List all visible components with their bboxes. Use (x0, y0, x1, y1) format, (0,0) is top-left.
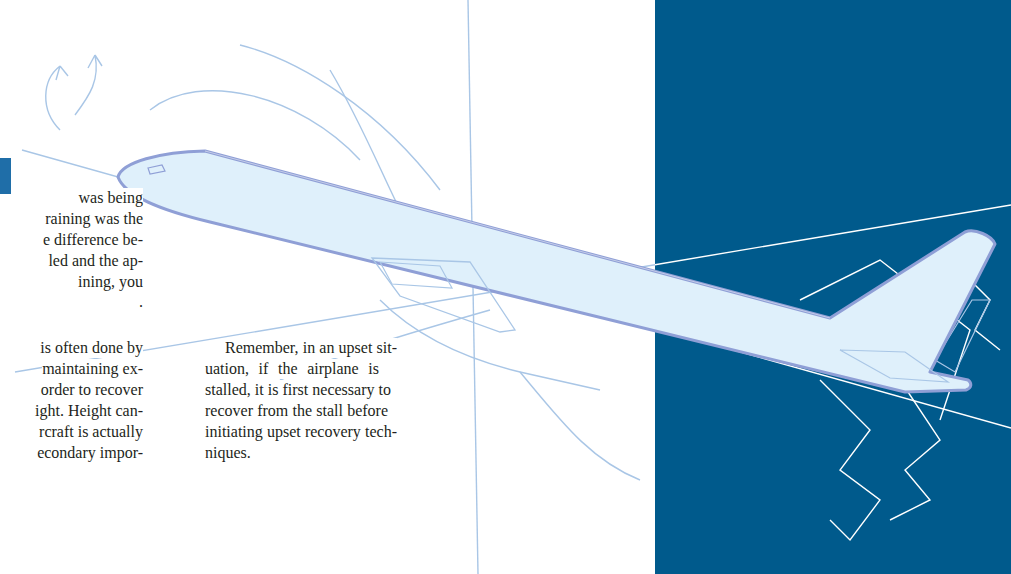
body-text-line: rcraft is actually (39, 422, 143, 442)
motion-lines (15, 0, 1011, 574)
body-text-line: raining was the (45, 209, 143, 229)
body-text-line: was being (79, 188, 143, 208)
body-text-line: recover from the stall before (205, 401, 388, 421)
body-text-line: niques. (205, 443, 251, 463)
body-text-line: ining, you (78, 272, 143, 292)
body-text-line: ight. Height can- (35, 401, 143, 421)
body-text-line: order to recover (41, 380, 143, 400)
airplane (118, 151, 995, 392)
body-text-line: maintaining ex- (42, 359, 143, 379)
body-text-line: Remember, in an upset sit- (225, 338, 397, 358)
body-text-line: initiating upset recovery tech- (205, 422, 397, 442)
body-text-line: econdary impor- (37, 443, 143, 463)
body-text-line: . (139, 292, 143, 312)
body-text-line: e difference be- (43, 230, 143, 250)
body-text-line: is often done by (40, 338, 143, 358)
heading-fragment (0, 158, 11, 194)
body-text-line: stalled, it is first necessary to (205, 380, 391, 400)
body-text-line: uation, if the airplane is (205, 359, 379, 379)
body-text-line: led and the ap- (48, 251, 143, 271)
